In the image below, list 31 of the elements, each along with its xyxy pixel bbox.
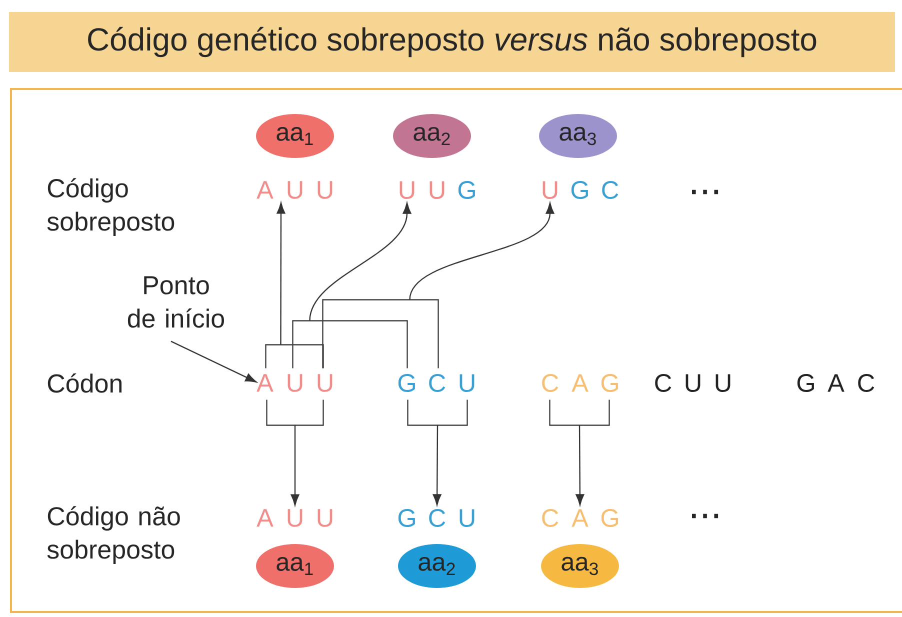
- arrow: [276, 202, 286, 345]
- codon-bracket: [407, 400, 468, 426]
- arrow: [576, 425, 584, 506]
- codon-letters: C A G: [542, 509, 618, 527]
- ellipsis: ...: [692, 514, 718, 518]
- codon-bracket: [265, 344, 324, 368]
- arrow: [170, 340, 257, 382]
- codon-bracket: [549, 400, 610, 426]
- codon-letters: G C U: [398, 509, 474, 527]
- codon-letters: C A G: [542, 374, 618, 392]
- row-label: Códon: [48, 373, 122, 393]
- codon-letters: G C U: [398, 374, 474, 392]
- codon-letters: G A C: [797, 374, 874, 392]
- codon-bracket: [266, 400, 324, 426]
- codon-letters: A U U: [256, 509, 332, 527]
- arrow: [432, 425, 442, 506]
- codon-letters: U U G: [400, 181, 475, 199]
- codon-letters: C U U: [655, 374, 730, 392]
- codon-bracket: [292, 320, 408, 368]
- row-label: Código não sobreposto: [47, 506, 180, 564]
- arrow: [309, 202, 412, 321]
- arrow: [409, 202, 554, 300]
- arrow: [290, 425, 300, 506]
- codon-letters: A U U: [256, 374, 332, 392]
- title-band: Código genético sobreposto versus não sobreposto: [9, 12, 896, 72]
- codon-letters: A U U: [256, 181, 332, 199]
- start-point-label: Ponto de início: [128, 276, 224, 328]
- codon-letters: U G C: [542, 181, 618, 199]
- row-label: Código sobreposto: [47, 178, 174, 236]
- ellipsis: ...: [692, 190, 718, 194]
- codon-bracket: [322, 299, 439, 368]
